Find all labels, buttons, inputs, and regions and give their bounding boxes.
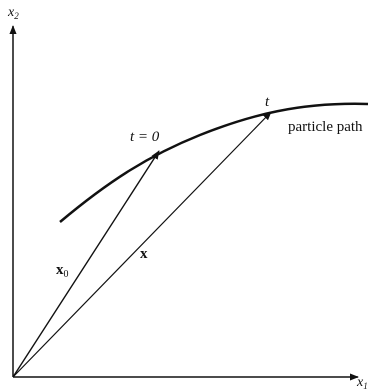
x2-axis-label: x2 xyxy=(7,5,19,21)
particle-path-label: particle path xyxy=(288,119,363,135)
x0-vector-label: x0 xyxy=(56,262,69,280)
particle-path-curve xyxy=(59,102,369,223)
x-vector-label: x xyxy=(140,246,148,262)
t-zero-label: t = 0 xyxy=(130,129,160,145)
t-label: t xyxy=(265,94,270,110)
x0-vector-arrow xyxy=(12,150,160,378)
x1-axis-label: x1 xyxy=(356,375,368,390)
x-vector-arrow xyxy=(12,111,272,378)
